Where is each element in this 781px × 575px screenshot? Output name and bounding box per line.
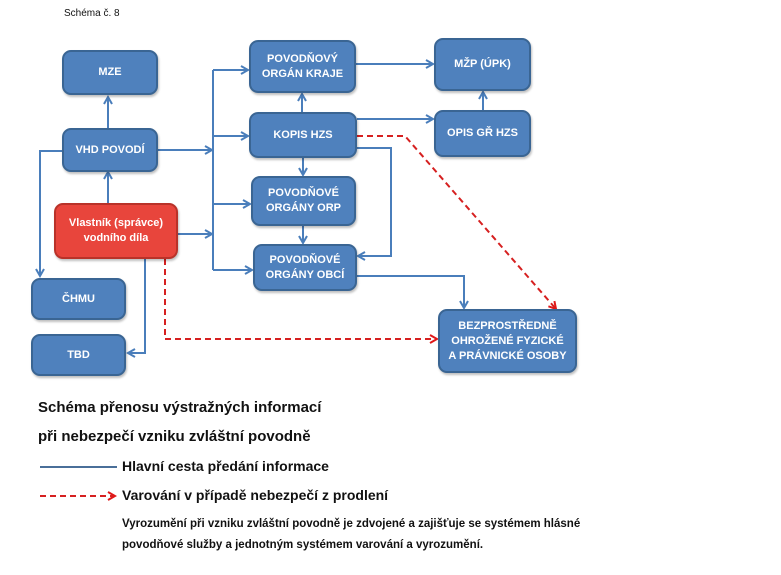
node-vlastnik-line2: vodního díla xyxy=(83,232,149,244)
node-chmu-label: ČHMU xyxy=(62,292,95,305)
node-povodnove-organy-orp: POVODŇOVÉ ORGÁNY ORP xyxy=(251,176,356,226)
node-tbd: TBD xyxy=(31,334,126,376)
edge-kopis-obce xyxy=(357,147,392,256)
node-obce-line1: POVODŇOVÉ xyxy=(269,253,341,266)
node-kopis-hzs: KOPIS HZS xyxy=(249,112,357,158)
node-mzp-label: MŽP (ÚPK) xyxy=(454,58,511,70)
node-kopis-label: KOPIS HZS xyxy=(273,128,333,141)
legend-main-label: Hlavní cesta předání informace xyxy=(122,458,329,474)
scheme-caption: Schéma č. 8 xyxy=(64,8,120,19)
node-kraj-line2: ORGÁN KRAJE xyxy=(261,67,344,80)
note-line1: Vyrozumění při vzniku zvláštní povodně j… xyxy=(122,518,581,530)
edge-warning-kopis-osoby xyxy=(357,135,556,309)
node-kraj-line1: POVODŇOVÝ xyxy=(267,52,338,65)
node-vhd-label: VHD POVODÍ xyxy=(75,143,145,156)
node-vlastnik: Vlastník (správce) vodního díla xyxy=(54,203,178,259)
node-mze-label: MZE xyxy=(98,66,122,78)
node-opis-gr-hzs: OPIS GŘ HZS xyxy=(434,110,531,157)
node-mze: MZE xyxy=(62,50,158,95)
node-orp-line2: ORGÁNY ORP xyxy=(266,202,341,214)
node-osoby-line3: A PRÁVNICKÉ OSOBY xyxy=(448,349,567,362)
node-vhd-povodi: VHD POVODÍ xyxy=(62,128,158,172)
node-povodnovy-organ-kraje: POVODŇOVÝ ORGÁN KRAJE xyxy=(249,40,356,93)
node-vlastnik-line1: Vlastník (správce) xyxy=(68,217,164,229)
note-line2: povodňové služby a jednotným systémem va… xyxy=(122,539,484,551)
node-tbd-label: TBD xyxy=(67,348,90,361)
node-osoby-line1: BEZPROSTŘEDNĚ xyxy=(458,319,557,332)
legend-warning-label: Varování v případě nebezpečí z prodlení xyxy=(122,487,389,503)
node-obce-line2: ORGÁNY OBCÍ xyxy=(265,268,345,281)
node-opis-label: OPIS GŘ HZS xyxy=(447,127,518,139)
diagram-title-line2: při nebezpečí vzniku zvláštní povodně xyxy=(38,428,311,445)
node-mzp-upk: MŽP (ÚPK) xyxy=(434,38,531,91)
edge-obce-osoby xyxy=(357,275,464,308)
node-osoby-line2: OHROŽENÉ FYZICKÉ xyxy=(451,334,564,347)
diagram-title-line1: Schéma přenosu výstražných informací xyxy=(38,399,322,416)
edge-vhd-chmu xyxy=(40,150,62,276)
edge-warning-vlastnik-osoby xyxy=(164,259,437,339)
node-orp-line1: POVODŇOVÉ xyxy=(268,187,339,199)
node-chmu: ČHMU xyxy=(31,278,126,320)
node-ohrozene-osoby: BEZPROSTŘEDNĚ OHROŽENÉ FYZICKÉ A PRÁVNIC… xyxy=(438,309,577,373)
node-povodnove-organy-obci: POVODŇOVÉ ORGÁNY OBCÍ xyxy=(253,244,357,291)
edge-vlastnik-tbd xyxy=(128,259,146,353)
